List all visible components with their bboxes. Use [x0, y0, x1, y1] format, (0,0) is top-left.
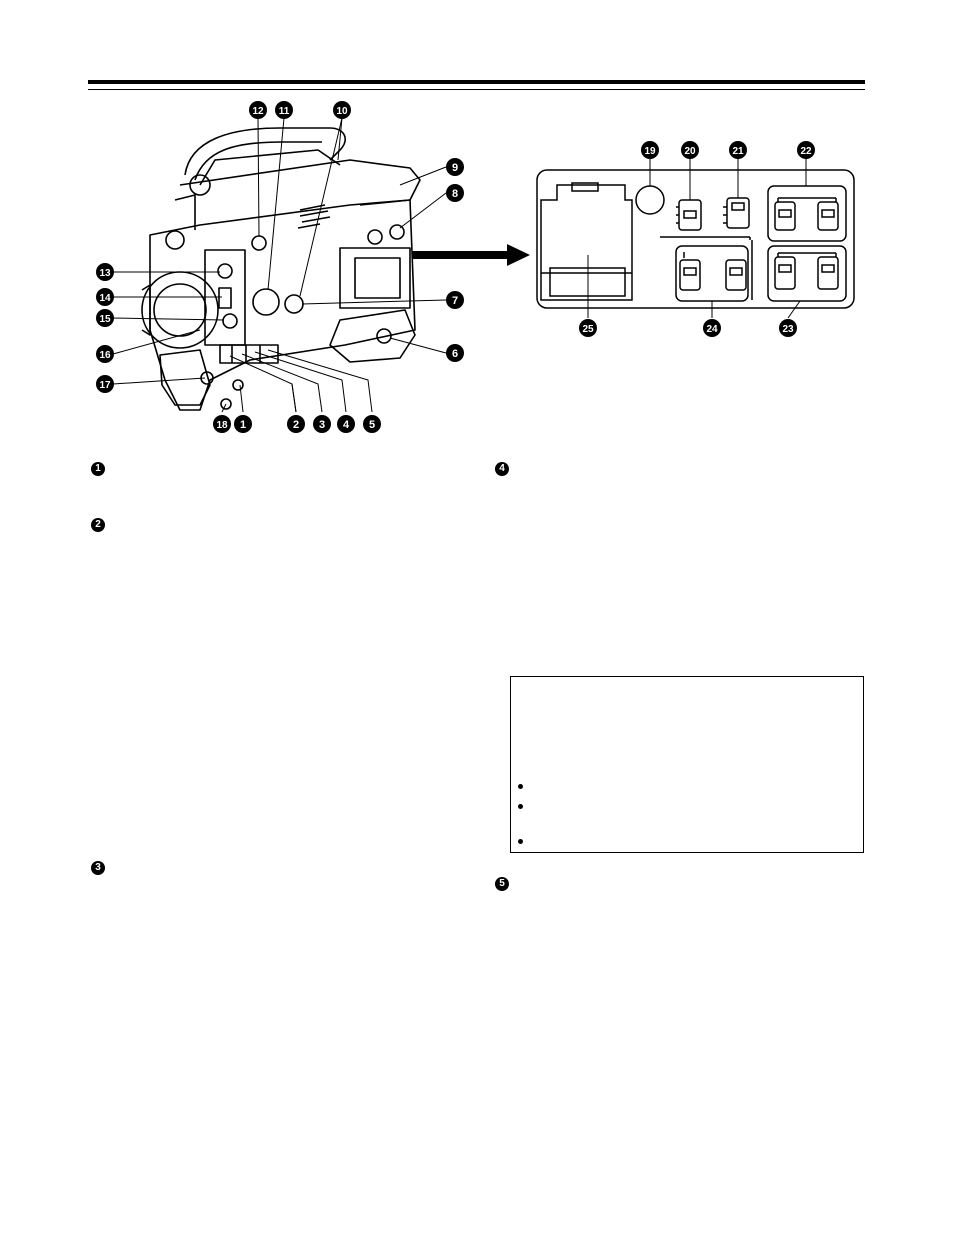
callout-1: 1	[234, 415, 252, 433]
callout-badges: 12 11 10 9 8 7 6 13 14 15 16 17 18 1 2 3…	[96, 101, 815, 433]
section-3-marker: 3	[91, 861, 105, 875]
svg-text:13: 13	[99, 268, 111, 279]
control-panel-inset	[536, 169, 855, 309]
camera-body-illustration	[141, 127, 421, 411]
svg-text:23: 23	[782, 324, 794, 335]
callout-20: 20	[681, 141, 699, 159]
callout-2: 2	[287, 415, 305, 433]
callout-12: 12	[249, 101, 267, 119]
svg-text:21: 21	[732, 146, 744, 157]
callout-18: 18	[213, 415, 231, 433]
svg-text:24: 24	[706, 324, 718, 335]
section-4-marker: 4	[495, 462, 509, 476]
callout-4: 4	[337, 415, 355, 433]
camera-parts-figure: 12 11 10 9 8 7 6 13 14 15 16 17 18 1 2 3…	[96, 101, 855, 433]
svg-text:5: 5	[369, 419, 375, 431]
callout-14: 14	[96, 288, 114, 306]
callout-7: 7	[446, 291, 464, 309]
callout-13: 13	[96, 263, 114, 281]
callout-8: 8	[446, 184, 464, 202]
note-bullet	[518, 784, 523, 789]
section-5-marker: 5	[495, 877, 509, 891]
svg-text:25: 25	[582, 324, 594, 335]
callout-19: 19	[641, 141, 659, 159]
callout-16: 16	[96, 345, 114, 363]
svg-text:17: 17	[99, 380, 111, 391]
svg-text:12: 12	[252, 106, 264, 117]
note-bullet	[518, 839, 523, 844]
callout-25: 25	[579, 319, 597, 337]
note-bullet	[518, 804, 523, 809]
svg-text:3: 3	[319, 419, 325, 431]
svg-text:10: 10	[336, 106, 348, 117]
callout-5: 5	[363, 415, 381, 433]
callout-21: 21	[729, 141, 747, 159]
svg-text:20: 20	[684, 146, 696, 157]
svg-text:9: 9	[452, 162, 458, 174]
callout-22: 22	[797, 141, 815, 159]
callout-24: 24	[703, 319, 721, 337]
callout-11: 11	[275, 101, 293, 119]
svg-text:7: 7	[452, 295, 458, 307]
callout-15: 15	[96, 309, 114, 327]
callout-17: 17	[96, 375, 114, 393]
svg-text:18: 18	[216, 420, 228, 431]
callout-10: 10	[333, 101, 351, 119]
inset-leader-lines	[587, 158, 807, 319]
svg-text:8: 8	[452, 188, 458, 200]
svg-text:19: 19	[644, 146, 656, 157]
callout-9: 9	[446, 158, 464, 176]
svg-text:16: 16	[99, 350, 111, 361]
svg-text:15: 15	[99, 314, 111, 325]
svg-text:1: 1	[240, 419, 246, 431]
callout-6: 6	[446, 344, 464, 362]
svg-text:22: 22	[800, 146, 812, 157]
note-box	[510, 676, 864, 853]
svg-text:4: 4	[343, 419, 350, 431]
header-rule-thick	[88, 80, 865, 84]
svg-text:11: 11	[279, 106, 290, 117]
svg-text:6: 6	[452, 348, 458, 360]
section-2-marker: 2	[91, 518, 105, 532]
section-1-marker: 1	[91, 462, 105, 476]
right-arrow-icon	[412, 244, 530, 266]
callout-leader-lines	[112, 117, 447, 413]
callout-23: 23	[779, 319, 797, 337]
header-rule-thin	[88, 89, 865, 90]
svg-text:14: 14	[99, 293, 111, 304]
callout-3: 3	[313, 415, 331, 433]
svg-text:2: 2	[293, 419, 299, 431]
